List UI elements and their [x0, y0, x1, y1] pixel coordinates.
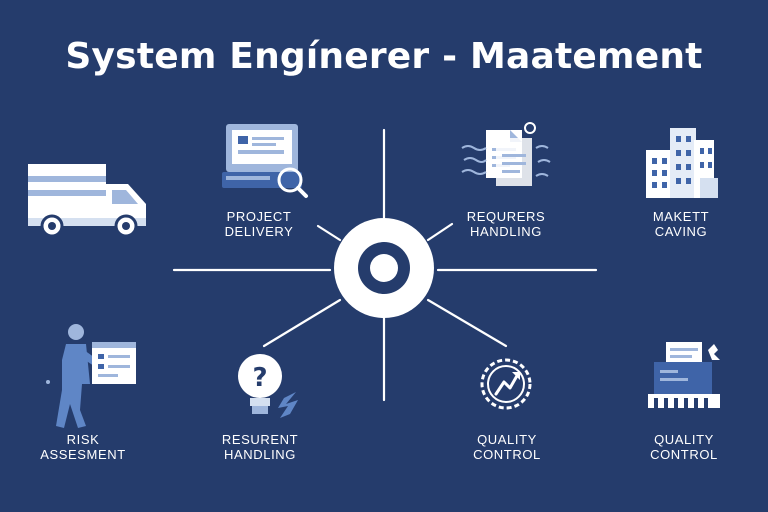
label-quality-control-2: QUALITY CONTROL — [650, 432, 718, 462]
laptop-search-icon — [222, 124, 308, 198]
gear-arrow-icon — [480, 358, 532, 410]
connector-lines — [172, 128, 598, 402]
connector-lower-right — [426, 298, 508, 348]
connector-upper-right — [426, 222, 454, 242]
label-market-caving: MAKETT CAVING — [652, 209, 710, 239]
page-title: System Engínerer - Maatement — [65, 36, 703, 77]
connector-upper-left — [316, 224, 342, 242]
documents-icon — [461, 122, 551, 186]
buildings-icon — [646, 128, 718, 198]
label-requirements-handling: REQURERS HANDLING — [466, 209, 546, 239]
label-risk-assessment: RISK ASSESMENT — [40, 432, 126, 462]
label-quality-control-1: QUALITY CONTROL — [473, 432, 541, 462]
ring-icon — [334, 218, 434, 318]
label-resurent-handling: RESURENT HANDLING — [221, 432, 299, 462]
connector-lower-left — [262, 298, 342, 348]
svg-text:?: ? — [252, 363, 267, 393]
machine-icon — [648, 342, 720, 408]
person-board-icon — [46, 324, 136, 428]
delivery-truck-icon — [28, 164, 146, 238]
question-bulb-icon: ? — [238, 354, 298, 418]
label-project-delivery: PROJECT DELIVERY — [224, 209, 294, 239]
